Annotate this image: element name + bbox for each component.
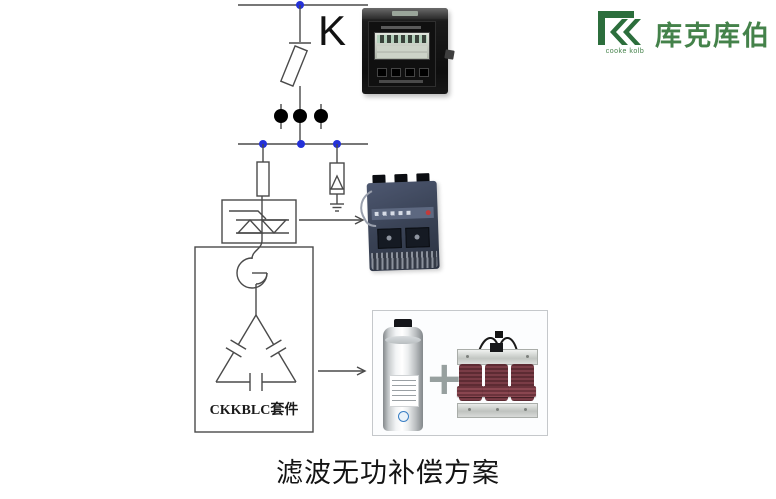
module-label-text (374, 210, 411, 216)
meter-buttons (377, 68, 429, 77)
reactor-coil-lower (457, 386, 484, 397)
reactor-icon (236, 257, 268, 315)
bus-node (297, 140, 305, 148)
reactor-terminal-block (490, 343, 503, 352)
capacitor-logo-badge (398, 411, 409, 422)
incoming-busbar (238, 1, 368, 9)
bolt-dot (496, 408, 499, 411)
capacitor-label (389, 375, 419, 407)
bolt-dot (524, 408, 527, 411)
meter-button (391, 68, 401, 77)
reactor-coil-lower (509, 386, 536, 397)
arrow-right-icon (318, 366, 367, 376)
terminal-window (377, 228, 402, 249)
incoming-switch-label: K (318, 7, 346, 54)
meter-lcd (374, 32, 430, 60)
double-chevron-k-icon (598, 11, 641, 45)
bolt-dot (526, 355, 529, 358)
module-label-strip (371, 206, 434, 221)
meter-button (405, 68, 415, 77)
compensation-kit-box (194, 246, 314, 433)
cylindrical-capacitor-photo (383, 319, 423, 431)
meter-brand-line (379, 80, 423, 83)
power-factor-controller-photo (362, 8, 455, 94)
scheme-title: 滤波无功补偿方案 (276, 458, 500, 488)
isolator-switch-icon (279, 5, 311, 143)
brand-name-en: cooke kolb (605, 48, 645, 55)
current-transformers-icon (274, 104, 328, 129)
terminal-screw (414, 234, 420, 240)
capacitor-reactor-photo: + (372, 310, 548, 436)
kit-label: CKKBLC套件 (210, 401, 299, 418)
meter-mount-clip (444, 49, 455, 60)
meter-front-panel (368, 21, 436, 87)
capacitor-terminal (394, 319, 412, 329)
fuse-icon (279, 45, 309, 87)
meter-button (377, 68, 387, 77)
reactor-coil (483, 364, 510, 401)
meter-lcd-row (377, 46, 427, 51)
thyristor-switch-icon (221, 199, 297, 260)
capacitor-body (383, 327, 423, 431)
indicator-dot (425, 210, 431, 216)
capacitor-shoulder (385, 336, 421, 344)
arrow-right-icon (299, 215, 365, 225)
bolt-dot (466, 355, 469, 358)
brand-name-cn: 库克库伯 (655, 21, 771, 51)
meter-top-face (362, 8, 448, 19)
reactor-coil (457, 364, 484, 401)
surge-arrester-icon (329, 144, 345, 204)
terminal-window (405, 227, 430, 248)
ground-icon (330, 203, 344, 212)
reactor-coil-lower (483, 386, 510, 397)
module-wire (360, 190, 377, 227)
plus-sign: + (425, 351, 464, 405)
brand-logo: cooke kolb 库克库伯 (597, 8, 773, 60)
meter-lcd-row (377, 53, 427, 58)
meter-button (419, 68, 429, 77)
meter-lcd-digits (377, 35, 427, 43)
terminal-screw (386, 235, 392, 241)
bolt-dot (468, 408, 471, 411)
delta-capacitor-icon (215, 314, 297, 391)
reactor-bottom-clamp (457, 403, 538, 418)
meter-top-label (392, 11, 418, 16)
distribution-busbar (238, 140, 368, 148)
module-body (366, 180, 440, 272)
heatsink-fins (371, 250, 438, 271)
thyristor-switching-module-photo (360, 173, 440, 272)
reactor-coil (509, 364, 536, 401)
meter-title-line (381, 26, 421, 29)
